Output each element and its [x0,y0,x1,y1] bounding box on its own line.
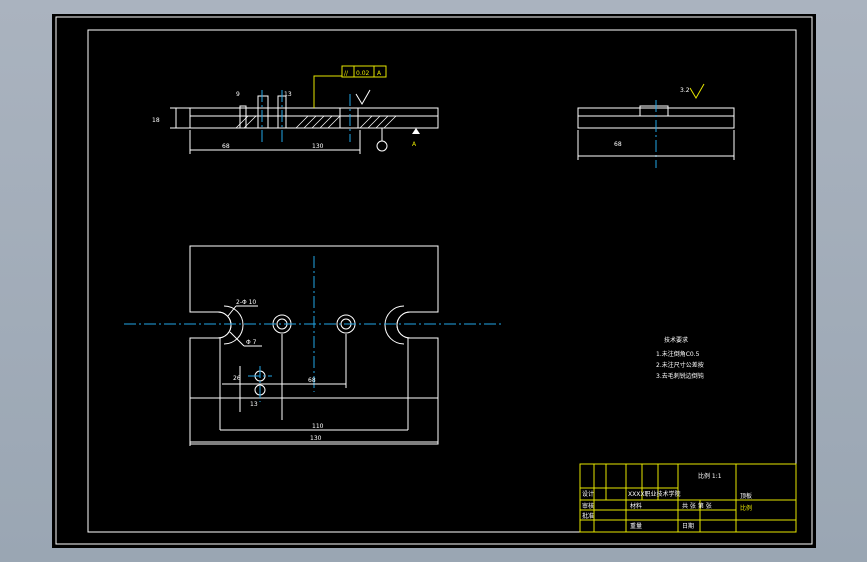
title-checker: 审核 [582,502,594,510]
title-approver: 批准 [582,512,594,520]
dim-plan-half: 68 [308,377,316,384]
datum-triangle [412,128,420,134]
dim-plan-small: 26 [233,375,241,382]
side-roughness-value: 3.2 [680,87,690,94]
dim-plan-inner: 110 [312,423,324,430]
title-block: 比例 1:1 XXXX职业技术学院 设计 审核 批准 材料 重量 共 张 第 张… [579,463,797,533]
notes-line-2: 2.未注尺寸公差按 [656,361,704,369]
side-roughness-symbol [689,83,705,99]
dim-front-half: 68 [222,143,230,150]
inner-frame [87,29,797,533]
dim-front-length: 130 [312,143,324,150]
hole-callout-b: Φ 7 [246,339,257,346]
dim-front-small-b: 13 [284,91,292,98]
drawing-canvas [52,14,816,548]
dim-plan-outer: 130 [310,435,322,442]
title-block-frame [579,463,797,533]
plan-view: 110 130 68 26 13 2-Φ 10 Φ 7 [124,245,504,446]
title-company: XXXX职业技术学院 [628,490,680,498]
title-drawing-no: 比例 [740,504,752,512]
notes-heading: 技术要求 [664,336,688,344]
technical-notes: 技术要求 1.未注倒角C0.5 2.未注尺寸公差按 3.去毛刺锐边倒钝 [656,336,704,380]
gdt-frame [341,65,387,78]
front-section-view: // 0.02 A A 68 130 18 9 13 [152,65,439,154]
dim-side-length: 68 [614,141,622,148]
title-date: 日期 [682,522,694,530]
side-view: 68 3.2 [577,83,735,168]
title-scale: 比例 1:1 [698,472,722,480]
outer-border [55,16,813,545]
section-hatch [235,115,397,129]
notes-line-1: 1.未注倒角C0.5 [656,350,700,358]
datum-letter: A [412,141,417,148]
gdt-datum: A [377,70,382,77]
notes-line-3: 3.去毛刺锐边倒钝 [656,372,704,380]
dim-front-height: 18 [152,117,160,124]
title-sheet: 共 张 第 张 [682,502,712,510]
dim-plan-small-b: 13 [250,401,258,408]
title-material: 材料 [630,502,642,510]
title-designer: 设计 [582,490,594,498]
dim-front-small-a: 9 [236,91,240,98]
title-part-name: 顶板 [740,492,752,500]
gdt-symbol: // [344,70,349,77]
hole-callout-a: 2-Φ 10 [236,299,256,306]
gdt-tolerance: 0.02 [356,70,370,77]
roughness-symbol [355,89,371,105]
title-weight: 重量 [630,522,642,530]
